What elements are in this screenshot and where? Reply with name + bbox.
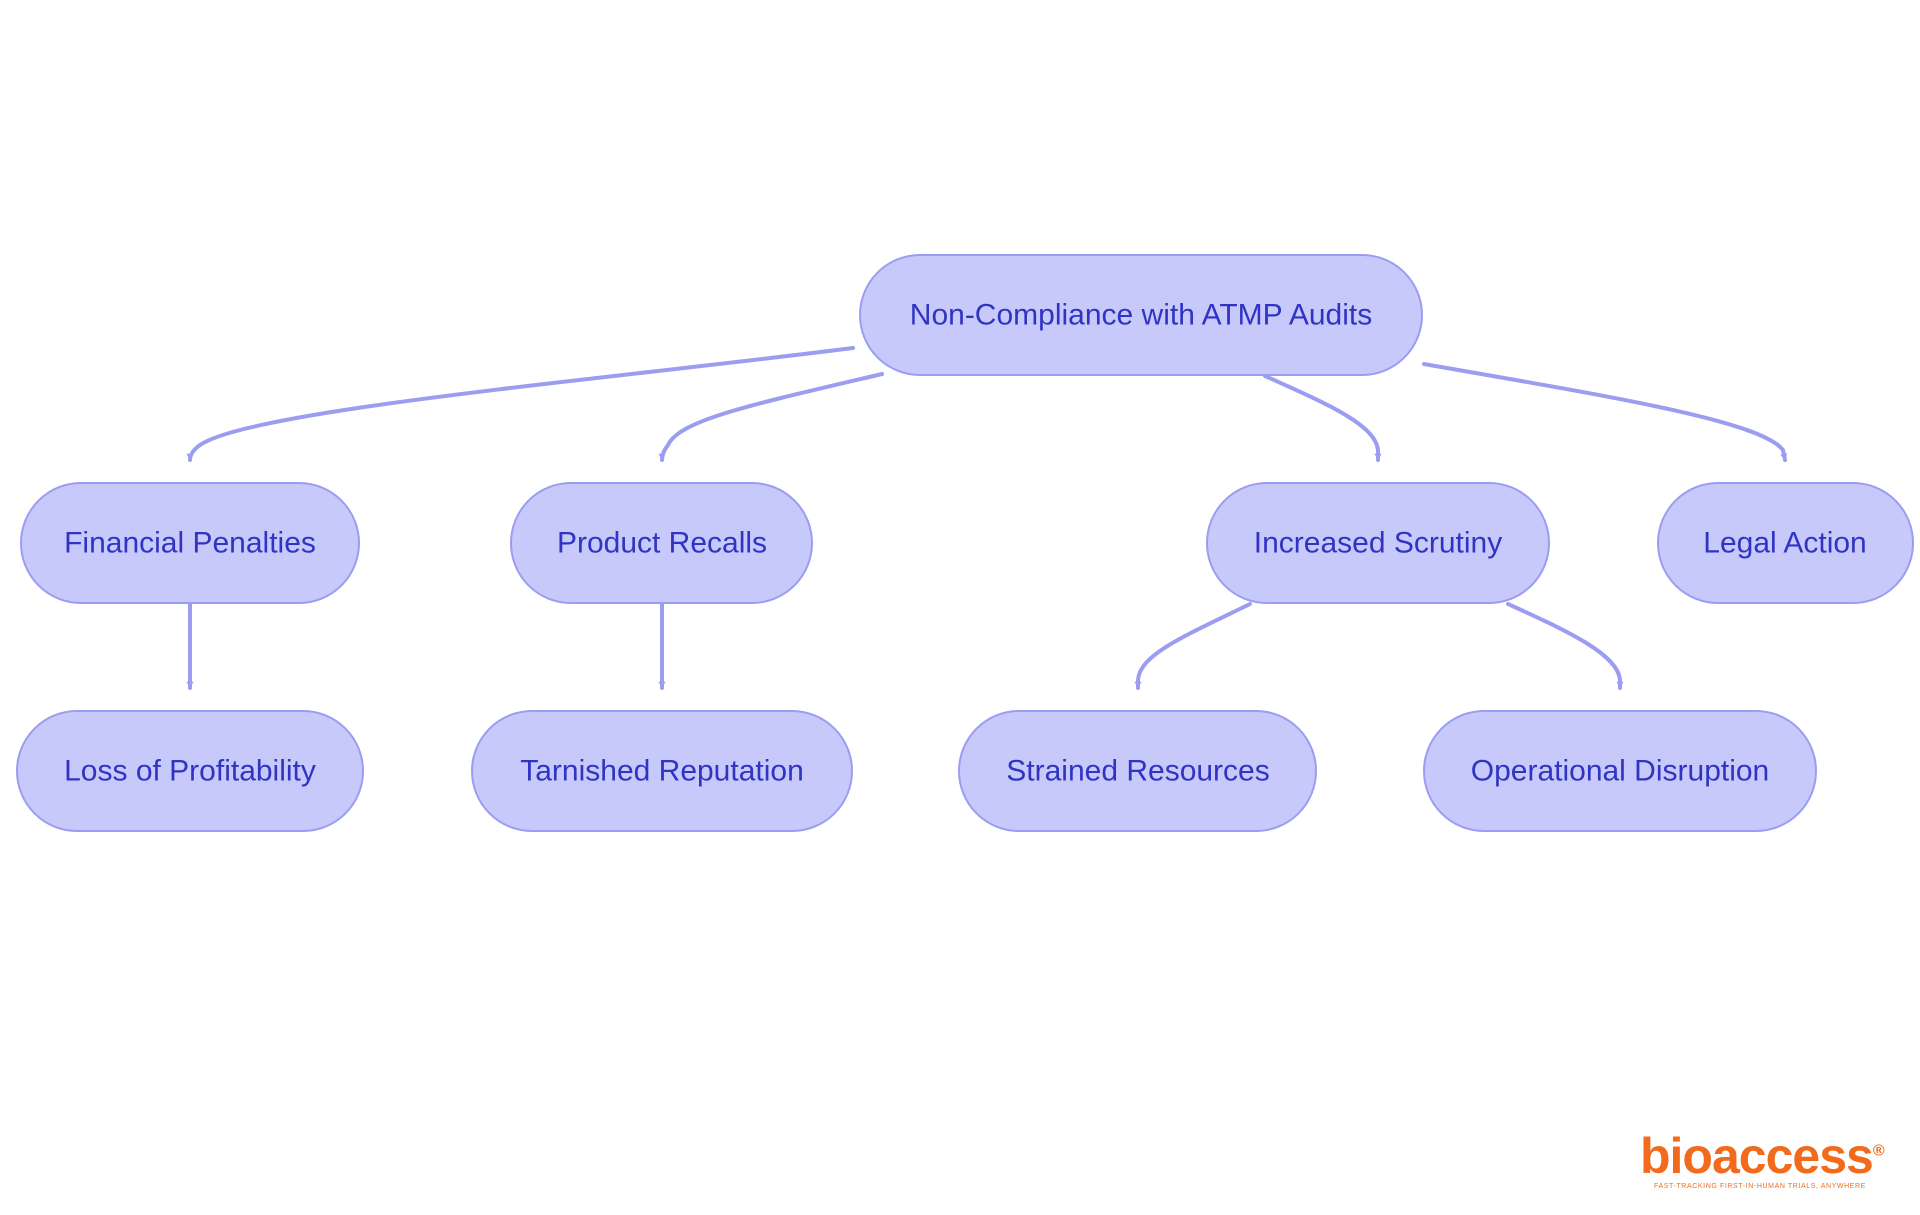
edge-root-financial — [186, 346, 855, 462]
node-label: Tarnished Reputation — [520, 755, 804, 788]
node-box — [16, 710, 364, 832]
node-legal-action: Legal Action — [1657, 482, 1914, 604]
node-label: Increased Scrutiny — [1254, 527, 1502, 560]
node-label: Operational Disruption — [1471, 755, 1770, 788]
node-box — [1657, 482, 1914, 604]
edge-root-legal — [1422, 362, 1788, 462]
node-tarnished-reputation: Tarnished Reputation — [471, 710, 853, 832]
node-increased-scrutiny: Increased Scrutiny — [1206, 482, 1550, 604]
logo-registered-mark: ® — [1872, 1142, 1885, 1159]
node-box — [471, 710, 853, 832]
node-label: Non-Compliance with ATMP Audits — [910, 299, 1372, 332]
node-box — [958, 710, 1317, 832]
node-label: Loss of Profitability — [64, 755, 316, 788]
bioaccess-logo: bioaccess® FAST-TRACKING FIRST-IN-HUMAN … — [1640, 1125, 1885, 1192]
node-non-compliance: Non-Compliance with ATMP Audits — [859, 254, 1423, 376]
node-operational-disruption: Operational Disruption — [1423, 710, 1817, 832]
node-label: Financial Penalties — [64, 527, 316, 560]
node-financial-penalties: Financial Penalties — [20, 482, 360, 604]
logo-tagline: FAST-TRACKING FIRST-IN-HUMAN TRIALS, ANY… — [1653, 1182, 1866, 1190]
node-product-recalls: Product Recalls — [510, 482, 813, 604]
node-box — [20, 482, 360, 604]
edge-scrutiny-resources — [1134, 602, 1252, 690]
logo-wordmark: bioaccess® — [1640, 1127, 1885, 1184]
node-label: Legal Action — [1703, 527, 1866, 560]
node-strained-resources: Strained Resources — [958, 710, 1317, 832]
node-box — [510, 482, 813, 604]
node-label: Strained Resources — [1006, 755, 1269, 788]
edge-root-recalls — [658, 372, 884, 462]
logo-name: bioaccess — [1640, 1127, 1874, 1184]
edges-group — [186, 346, 1788, 690]
edge-root-scrutiny — [1263, 374, 1382, 462]
node-box — [859, 254, 1423, 376]
node-label: Product Recalls — [557, 527, 767, 560]
edge-scrutiny-disruption — [1506, 602, 1624, 690]
node-box — [1206, 482, 1550, 604]
node-box — [1423, 710, 1817, 832]
node-loss-of-profitability: Loss of Profitability — [16, 710, 364, 832]
